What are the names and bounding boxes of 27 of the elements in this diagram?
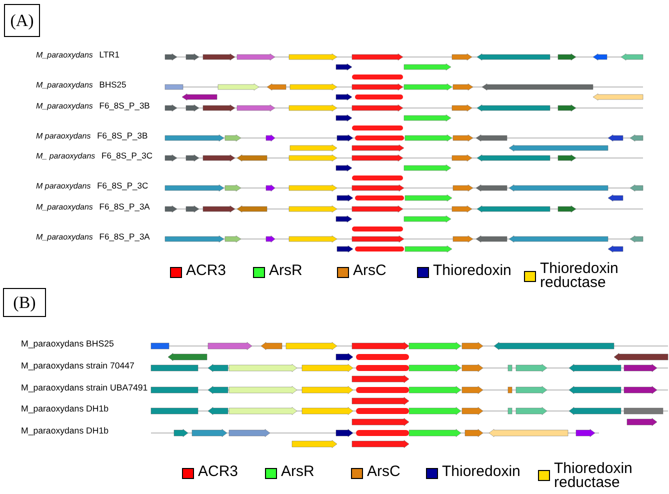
strain-label: M_paraoxydans F6_8S_P_3A <box>36 232 150 242</box>
panel-label-box <box>4 4 40 37</box>
strain-label: M_paraoxydans DH1b <box>21 404 109 414</box>
strain-label: M_paraoxydans strain UBA7491 <box>21 384 148 392</box>
legend-label: ArsR <box>281 465 314 479</box>
legend-label: Thioredoxin reductase <box>540 262 620 290</box>
legend-label: ArsR <box>269 264 302 278</box>
legend-label: Thioredoxin <box>442 465 520 479</box>
strain-label: M_paraoxydans BHS25 <box>21 340 114 348</box>
strain-label: M_ paraoxydans F6_8S_P_3C <box>36 152 153 160</box>
strain-label: M_paraoxydans F6_8S_P_3B <box>36 102 150 110</box>
strain-label: M paraoxydans F6_8S_P_3B <box>36 132 148 140</box>
legend-label: ACR3 <box>186 264 226 278</box>
strain-label: M_paraoxydans F6_8S_P_3A <box>36 202 150 212</box>
strain-label: M_paraoxydans LTR1 <box>36 50 120 60</box>
legend-label: Thioredoxin reductase <box>554 462 634 490</box>
strain-label: M paraoxydans F6_8S_P_3C <box>36 182 148 190</box>
legend-label: ArsC <box>367 465 400 479</box>
legend-label: ACR3 <box>198 465 238 479</box>
panel-label: (B) <box>13 294 36 311</box>
strain-label: M_paraoxydans BHS25 <box>36 80 126 90</box>
legend-label: Thioredoxin <box>433 264 512 278</box>
strain-label: M_paraoxydans strain 70447 <box>21 362 134 370</box>
panel-label-box <box>3 288 46 317</box>
strain-label: M_paraoxydans DH1b <box>21 426 109 436</box>
panel-label: (A) <box>10 12 34 29</box>
legend-label: ArsC <box>353 264 386 278</box>
